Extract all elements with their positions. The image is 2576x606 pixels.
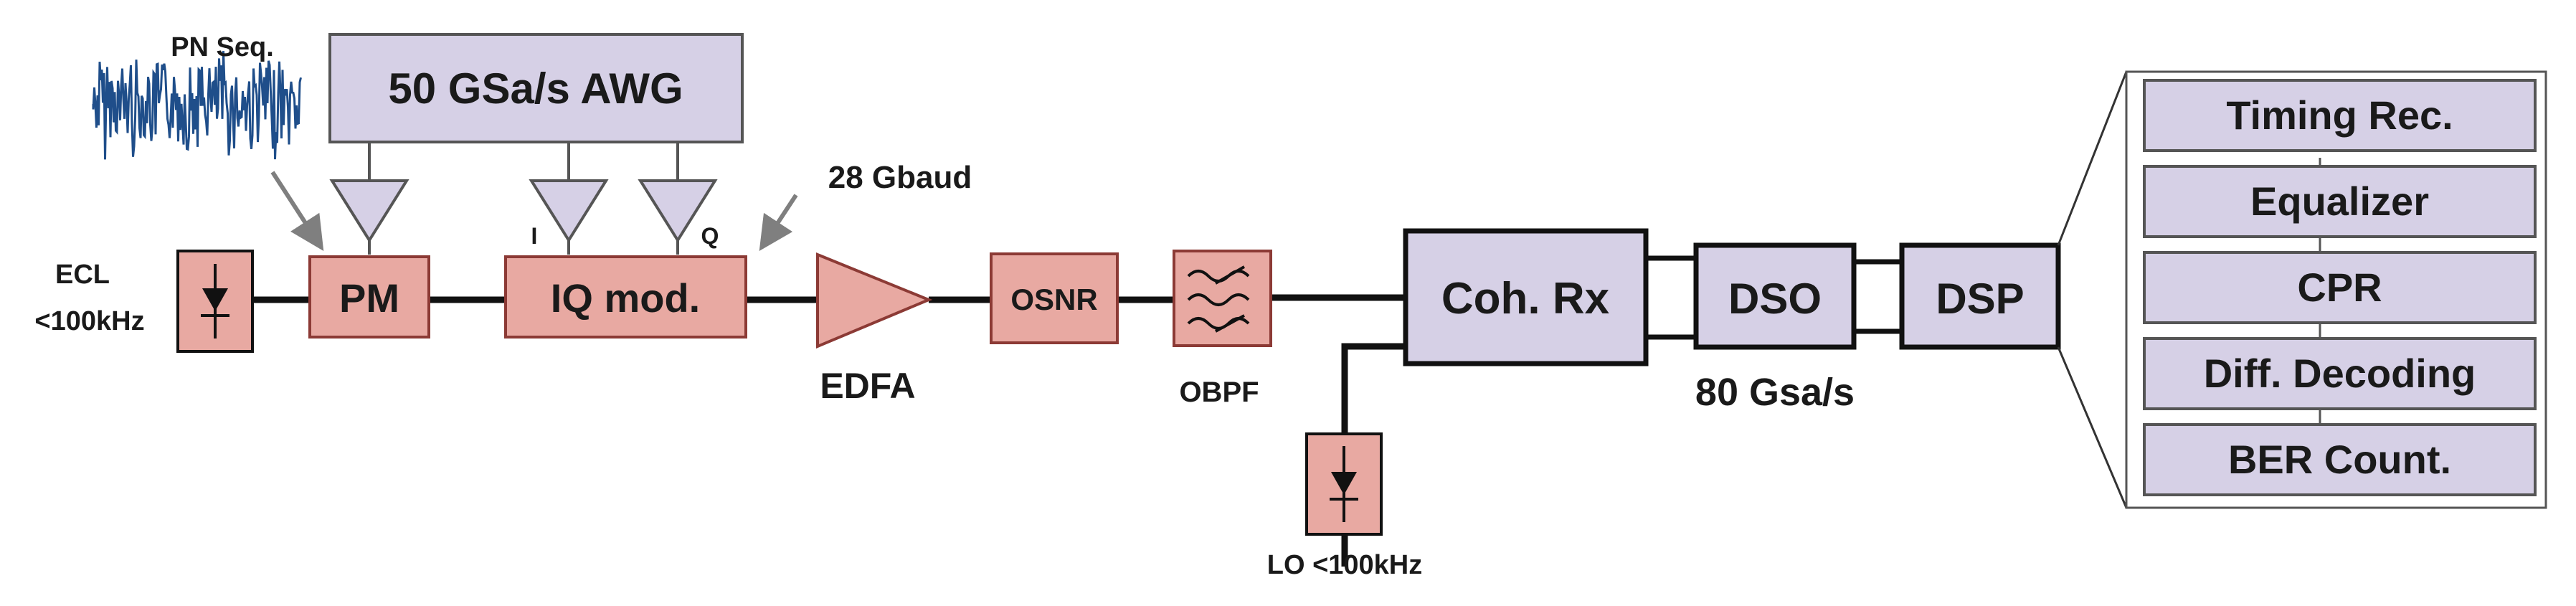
edfa-label: EDFA (820, 366, 915, 406)
dsp-stage-box (2143, 337, 2537, 410)
pm-label: PM (339, 275, 399, 321)
dsp-box (1899, 242, 2061, 350)
q-label: Q (701, 223, 719, 249)
dsp-stage-box (2143, 165, 2537, 238)
dsp-stage-box (2143, 79, 2537, 152)
awg-label: 50 GSa/s AWG (388, 65, 683, 113)
dsp-stage-box (2143, 423, 2537, 496)
coh-rx-box (1403, 228, 1649, 366)
dsp-stage-label: Timing Rec. (2226, 93, 2453, 138)
baud-label: 28 Gbaud (828, 160, 972, 195)
i-driver-amplifier-icon (529, 179, 609, 243)
zoom-line-bottom (2057, 346, 2128, 508)
dso-box (1693, 242, 1857, 350)
ecl-label-line2: <100kHz (34, 306, 144, 336)
osnr-label: OSNR (1010, 283, 1097, 316)
pn-sequence-waveform-icon (92, 51, 302, 160)
ecl-label-line1: ECL (55, 260, 110, 290)
obpf-label: OBPF (1179, 377, 1259, 408)
dsp-stage-label: CPR (2297, 265, 2382, 310)
dsp-stage-box (2143, 251, 2537, 324)
zoom-line-top (2057, 71, 2128, 246)
osnr-box (990, 252, 1119, 344)
awg-box (328, 33, 744, 143)
dsp-label: DSP (1936, 275, 2024, 323)
edfa-amplifier-icon (816, 252, 933, 349)
q-driver-amplifier-icon (638, 179, 718, 243)
lo-label: LO <100kHz (1267, 550, 1423, 580)
baud-arrow (759, 194, 798, 252)
i-label: I (531, 223, 538, 249)
pm-box (308, 255, 430, 338)
iq-modulator-box (504, 255, 747, 338)
dso-label: DSO (1728, 275, 1822, 323)
coh-rx-label: Coh. Rx (1441, 274, 1610, 323)
pn-to-pm-arrow (270, 171, 324, 252)
dso-rate-label: 80 Gsa/s (1695, 371, 1855, 414)
dsp-stage-label: BER Count. (2228, 437, 2451, 482)
lo-laser-diode-icon (1305, 432, 1383, 536)
ecl-laser-diode-icon (176, 250, 254, 353)
dsp-stage-label: Diff. Decoding (2204, 351, 2476, 396)
iq-mod-label: IQ mod. (551, 275, 700, 321)
obpf-bandpass-filter-icon (1173, 250, 1272, 347)
pn-seq-label: PN Seq. (171, 32, 274, 62)
pm-driver-amplifier-icon (329, 179, 409, 243)
dsp-stage-label: Equalizer (2250, 179, 2429, 224)
